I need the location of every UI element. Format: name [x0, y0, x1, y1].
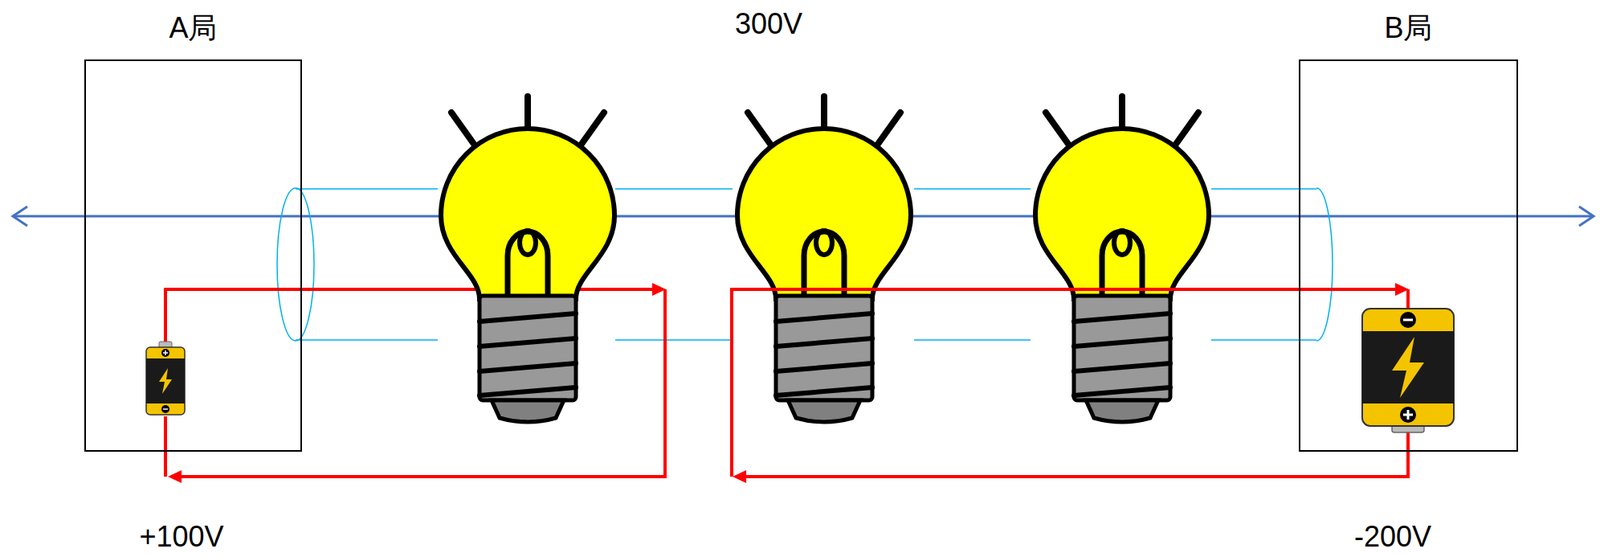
voltage-label: -200V: [1354, 519, 1432, 554]
station-box: B局: [1298, 59, 1519, 452]
light-bulb: [737, 96, 911, 422]
battery-symbol: [1362, 308, 1454, 433]
station-box: A局: [84, 59, 303, 452]
light-bulb: [440, 96, 615, 422]
voltage-label: +100V: [138, 519, 224, 554]
light-bulb: [1035, 96, 1209, 422]
arrowhead: [167, 282, 666, 483]
station-name: B局: [1300, 8, 1517, 49]
voltage-label: 300V: [734, 7, 803, 41]
station-name: A局: [85, 8, 301, 49]
current-loop: [165, 289, 666, 477]
current-loop: [731, 289, 1409, 477]
battery-symbol: [146, 341, 185, 415]
arrowhead: [732, 282, 1409, 483]
